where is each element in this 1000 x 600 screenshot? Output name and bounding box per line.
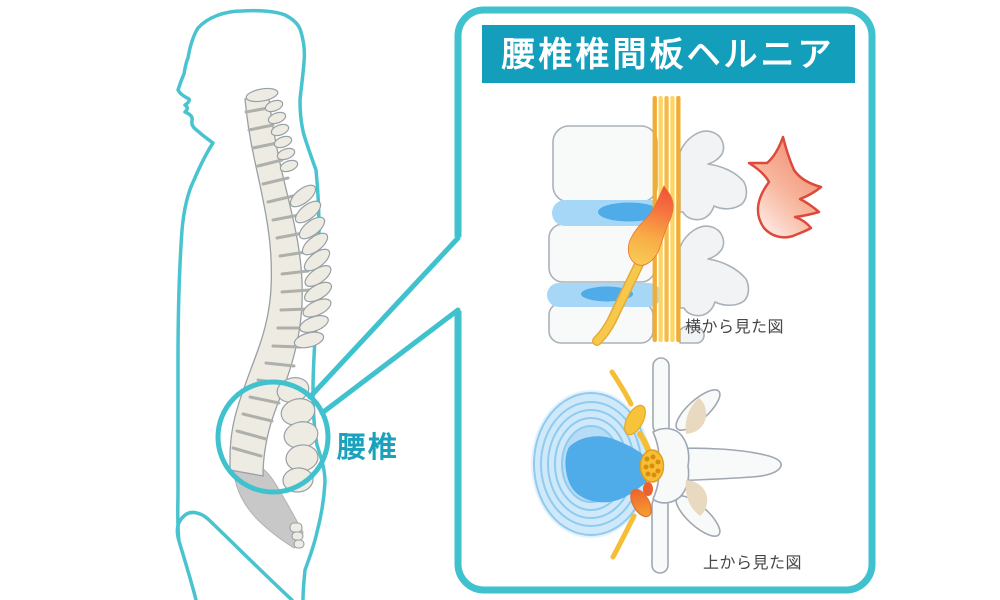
pain-burst-icon bbox=[747, 135, 823, 239]
nerve-root-side bbox=[592, 255, 646, 346]
dural-sac bbox=[639, 449, 665, 483]
zoom-callout bbox=[215, 235, 461, 495]
panel-title: 腰椎椎間板ヘルニア bbox=[502, 36, 835, 74]
panel-title-bar: 腰椎椎間板ヘルニア bbox=[482, 25, 855, 83]
coccyx bbox=[289, 522, 305, 549]
posterior-elements-side bbox=[679, 130, 750, 344]
facet-joint-upper bbox=[685, 398, 707, 434]
vertebra-bodies-side bbox=[548, 125, 658, 344]
spinous-processes bbox=[245, 87, 333, 493]
nucleus-herniation bbox=[565, 436, 653, 503]
discs-side bbox=[547, 200, 664, 307]
side-view-caption: 横から見た図 bbox=[685, 318, 784, 336]
callout-line-upper bbox=[307, 235, 461, 400]
top-view-caption: 上から見た図 bbox=[703, 554, 802, 572]
zoom-circle bbox=[215, 379, 331, 495]
side-view-illustration: 横から見た図 bbox=[547, 96, 823, 346]
nerve-root-lower-compressed bbox=[610, 482, 653, 560]
body-silhouette bbox=[175, 8, 333, 600]
region-label: 腰椎 bbox=[336, 431, 399, 464]
facet-joint-lower bbox=[685, 480, 708, 516]
hernia-flame bbox=[627, 185, 674, 266]
top-view-illustration: 上から見た図 bbox=[531, 357, 802, 574]
callout-line-lower bbox=[319, 307, 461, 416]
